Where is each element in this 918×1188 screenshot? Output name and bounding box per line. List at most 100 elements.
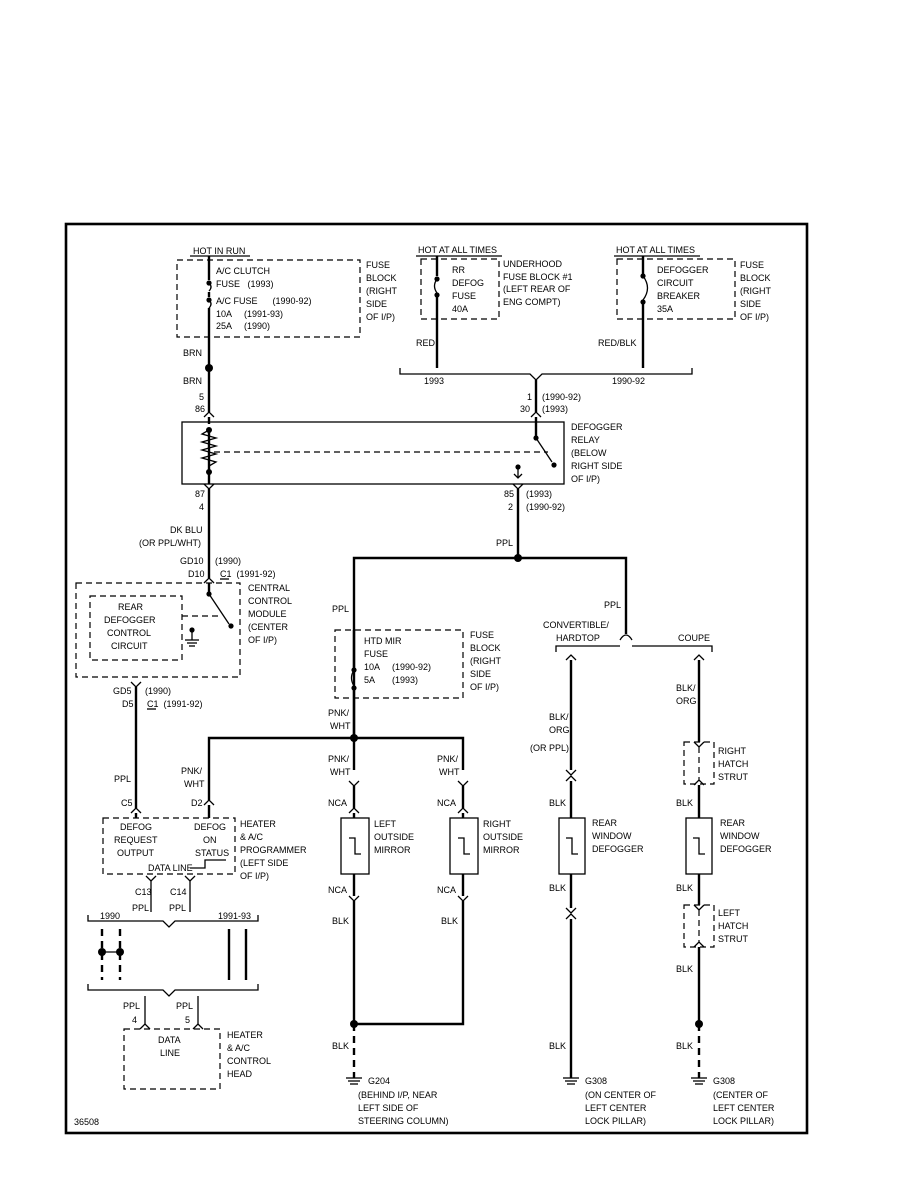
ccm-inner-label: CIRCUIT [111,641,148,651]
programmer-label: HEATER [240,819,276,829]
ccm-label: OF I/P) [248,635,277,645]
fuse-block-left: HOT IN RUN A/C CLUTCH FUSE (1993) A/C FU… [176,246,397,368]
data-line-label: DATA [158,1035,181,1045]
left-mirror-branch: NCA NCA BLK LEFT OUTSIDE MIRROR [328,780,414,1024]
wire-pnk-wht-label: PNK/ [181,766,203,776]
defog-on-label: ON [203,835,217,845]
wire-ppl-label: PPL [169,903,186,913]
pin-label: 1 [527,392,532,402]
ccm-pin-gd10: GD10 [180,556,204,566]
wire-ppl-label: PPL [132,903,149,913]
ppl-wire-relay-out: 85 (1993) 2 (1990-92) PPL PPL PPL [332,483,628,740]
circuit-label: CIRCUIT [657,278,694,288]
left-mirror-label: OUTSIDE [374,832,414,842]
ground-loc-label: LOCK PILLAR) [713,1116,774,1126]
underhood-title: FUSE BLOCK #1 [503,272,573,282]
prog-pin-c14: C14 [170,887,187,897]
programmer-label: OF I/P) [240,871,269,881]
rear-defogger-label: REAR [720,818,746,828]
wire-nca-label: NCA [437,885,456,895]
wire-blk-label: BLK [549,883,566,893]
wire-blk-org-label: ORG [549,725,570,735]
fuse-block-title: BLOCK [366,273,397,283]
defog-request-label: DEFOG [120,822,152,832]
fuse-label: FUSE [452,291,476,301]
wire-blk-label: BLK [676,883,693,893]
ground-loc-label: (ON CENTER OF [585,1090,657,1100]
underhood-title: ENG COMPT) [503,297,561,307]
wire-pnk-wht-label: WHT [439,767,460,777]
fuse-block-title: FUSE [366,260,390,270]
ccm-pin-note: (1990) [145,686,171,696]
wire-pnk-wht-label: WHT [184,779,205,789]
ccm-label: CENTRAL [248,583,290,593]
right-mirror-label: MIRROR [483,845,520,855]
wire-blk-label: BLK [549,798,566,808]
ground-id-label: G308 [713,1076,735,1086]
wire-blk-org-label: ORG [676,696,697,706]
pin-label: 5 [199,392,204,402]
year-1990-label: 1990 [100,911,120,921]
hatch-strut-label: STRUT [718,772,748,782]
hatch-strut-label: HATCH [718,759,748,769]
year-1991-93-label: 1991-93 [218,911,251,921]
convertible-label: CONVERTIBLE/ [543,620,609,630]
wire-blk-label: BLK [676,1041,693,1051]
ground-g308-coupe: G308 (CENTER OF LEFT CENTER LOCK PILLAR) [691,1074,775,1126]
wire-ppl-label: PPL [332,604,349,614]
pin-note-label: (1990-92) [542,392,581,402]
fuse-block-title: OF I/P) [740,312,769,322]
htd-mir-label: 5A (1993) [364,675,418,685]
right-mirror-branch: NCA NCA BLK RIGHT OUTSIDE MIRROR [354,780,523,1026]
ccm-pin-gd5: GD5 [113,686,132,696]
hot-at-all-times-label: HOT AT ALL TIMES [616,245,695,255]
heater-ac-programmer: DEFOG REQUEST OUTPUT DEFOG ON STATUS DAT… [102,817,307,881]
fuse-block-title: (RIGHT [740,286,771,296]
pin-note-label: (1993) [526,489,552,499]
ac-clutch-label: A/C CLUTCH [216,266,270,276]
relay-label: DEFOGGER [571,422,623,432]
defog-label: DEFOG [452,278,484,288]
fuse-block-title: FUSE [740,260,764,270]
ground-g308-convertible: G308 (ON CENTER OF LEFT CENTER LOCK PILL… [563,1074,657,1126]
ccm-pin-note: C1 (1991-92) [147,699,203,709]
dk-blu-wire: 87 4 DK BLU (OR PPL/WHT) GD10 (1990) D10… [139,483,276,592]
wire-red-label: RED [416,338,436,348]
fuse-block-title: (RIGHT [366,286,397,296]
wire-brn-label: BRN [183,348,202,358]
rear-defogger-label: DEFOGGER [592,844,644,854]
ground-loc-label: LEFT SIDE OF [358,1103,419,1113]
wire-nca-label: NCA [437,798,456,808]
htd-mir-label: FUSE [364,649,388,659]
wire-pnk-wht-label: PNK/ [328,754,350,764]
prog-pin-c5: C5 [121,798,133,808]
ccm-pin-note: C1 (1991-92) [220,569,276,579]
control-head-label: HEAD [227,1069,253,1079]
wire-red-blk-label: RED/BLK [598,338,637,348]
breaker-label: BREAKER [657,291,701,301]
hot-in-run-label: HOT IN RUN [193,246,245,256]
ground-loc-label: LEFT CENTER [713,1103,775,1113]
wire-ppl-label: PPL [123,1001,140,1011]
data-line-label: DATA LINE [148,863,193,873]
pin-label: 86 [195,404,205,414]
ccm-inner-label: REAR [118,602,144,612]
ccm-label: CONTROL [248,596,292,606]
fuse-block-title: (RIGHT [470,656,501,666]
fuse-1993-label: FUSE (1993) [216,279,274,289]
convertible-label: HARDTOP [556,633,600,643]
underhood-title: UNDERHOOD [503,259,563,269]
ccm-label: (CENTER [248,622,288,632]
ground-loc-label: STEERING COLUMN) [358,1116,449,1126]
fuse-block-title: OF I/P) [470,682,499,692]
prog-pin-c13: C13 [135,887,152,897]
programmer-label: PROGRAMMER [240,845,307,855]
amp-40a-label: 40A [452,304,468,314]
heater-ac-control-head: DATA LINE HEATER & A/C CONTROL HEAD [123,1028,271,1090]
hatch-strut-label: LEFT [718,908,741,918]
pin-label: 2 [508,502,513,512]
wire-or-ppl-label: (OR PPL) [530,743,569,753]
wire-blk-label: BLK [676,798,693,808]
pin-note-label: (1993) [542,404,568,414]
